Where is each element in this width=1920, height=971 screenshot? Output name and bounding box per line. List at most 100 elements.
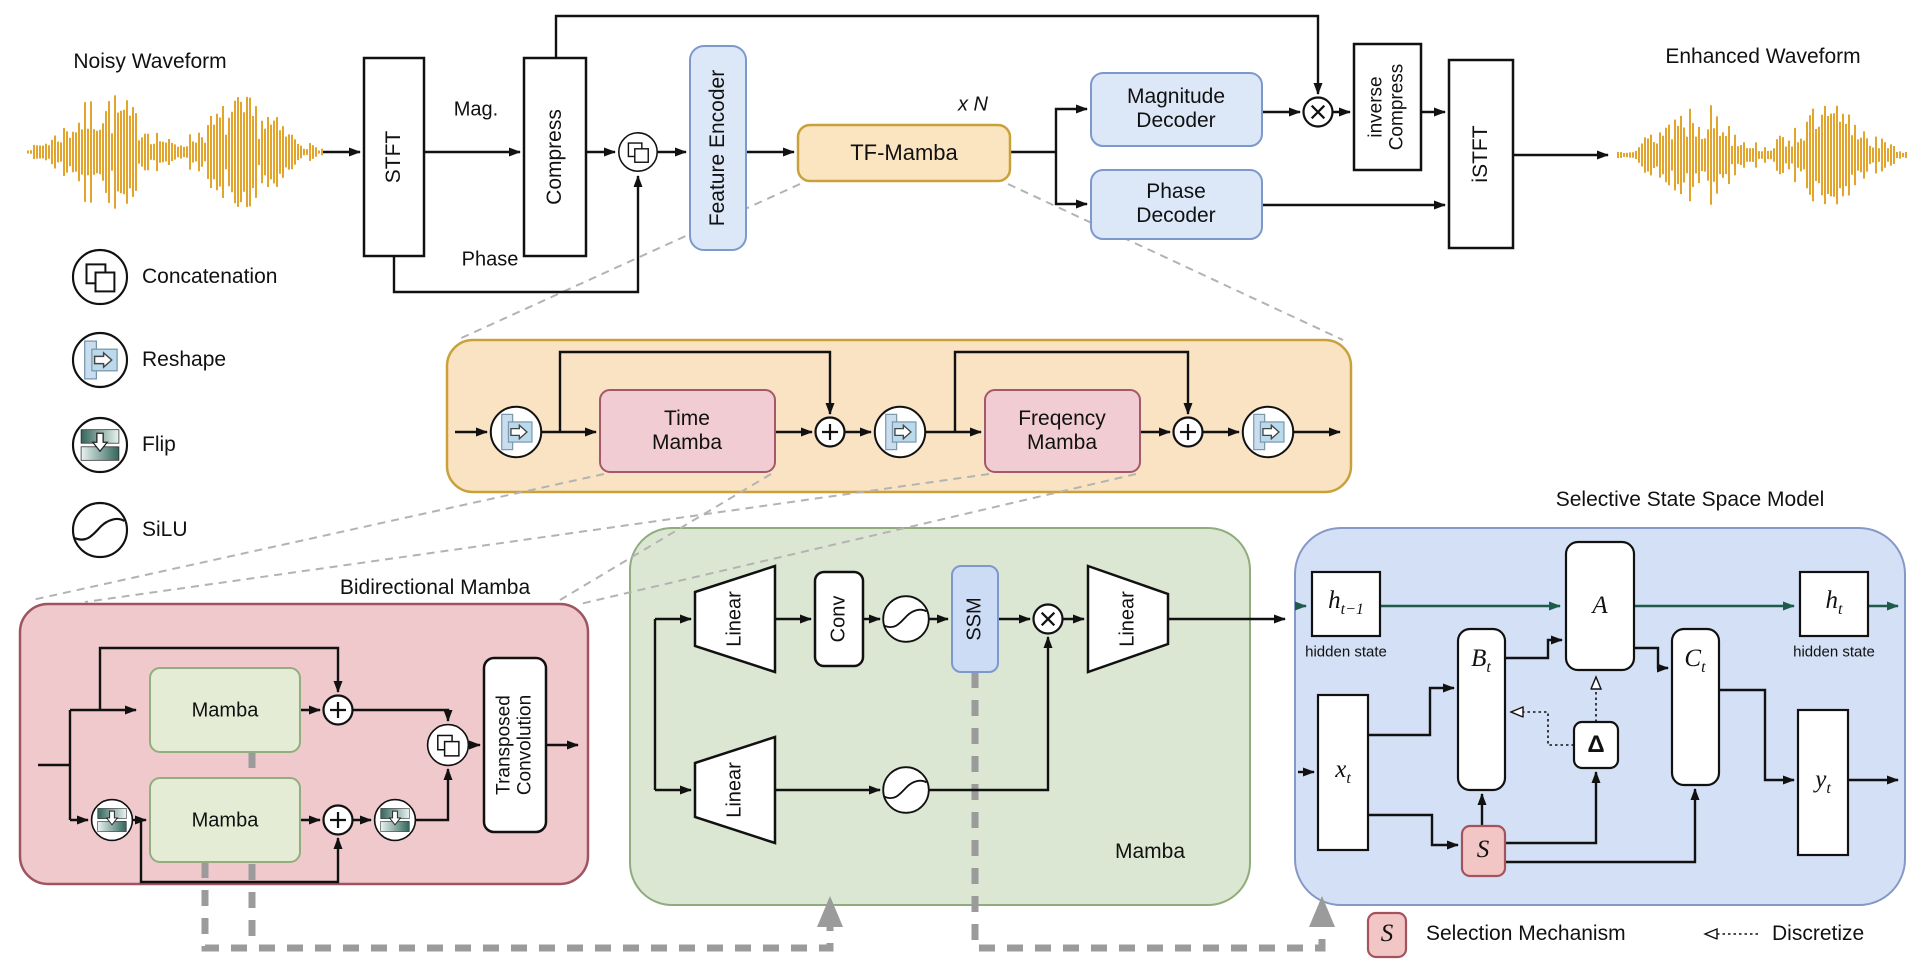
conv-label: Conv <box>827 595 850 643</box>
detail-link-arrowheads <box>817 896 1335 927</box>
tf-mamba-label: TF-Mamba <box>850 140 958 165</box>
flip2-icon <box>373 798 417 842</box>
B-label: Bt <box>1471 645 1491 676</box>
add-backward-icon <box>322 804 354 836</box>
hidden-state-left-label: hidden state <box>1305 643 1387 661</box>
istft-box <box>1447 58 1515 250</box>
h-prev-label: ht−1 <box>1328 587 1364 618</box>
concatenation-legend-icon <box>71 248 129 306</box>
C-box <box>1670 627 1721 787</box>
flip1-icon <box>90 798 134 842</box>
conv-box <box>813 570 865 668</box>
linear-out-trapezoid <box>1086 564 1170 674</box>
B-box <box>1456 627 1507 792</box>
concat-bimamba-icon <box>426 723 470 767</box>
h-next-label: ht <box>1825 587 1843 618</box>
mag-label: Mag. <box>453 98 499 121</box>
process-boxes <box>149 42 1870 959</box>
selection-box <box>1460 824 1507 878</box>
noisy-waveform-plot <box>27 95 323 209</box>
selection-label: S <box>1476 836 1490 863</box>
A-label: A <box>1592 592 1608 619</box>
stft-box <box>362 56 426 258</box>
ssm-box <box>951 565 999 673</box>
discretize-arrows <box>1512 678 1596 746</box>
reshape1-icon <box>489 405 543 459</box>
selection-mechanism-label: Selection Mechanism <box>1426 922 1626 945</box>
mamba-forward-label: Mamba <box>191 699 259 722</box>
h-next-box <box>1798 570 1870 638</box>
concat-node-icon <box>618 132 658 172</box>
linear-out-label: Linear <box>1116 591 1139 647</box>
silu-legend-icon <box>71 501 129 559</box>
stft-label: STFT <box>382 130 405 184</box>
linear-in-label: Linear <box>723 591 746 647</box>
transposed-convolution-box <box>482 656 548 834</box>
reshape-legend-icon <box>71 331 129 389</box>
A-box <box>1564 540 1636 672</box>
noisy-waveform-label: Noisy Waveform <box>73 50 227 73</box>
selection-legend-symbol: S <box>1380 920 1394 947</box>
discretize-label: Discretize <box>1772 922 1865 945</box>
signal-wires <box>38 14 1899 884</box>
feature-encoder-label: Feature Encoder <box>706 69 729 227</box>
delta-box <box>1572 720 1620 770</box>
concatenation-legend-label: Concatenation <box>142 265 278 288</box>
mamba-forward-box <box>149 667 301 753</box>
ssm-label: SSM <box>963 597 986 641</box>
reshape-legend-label: Reshape <box>142 348 227 371</box>
selection-legend-box <box>1366 911 1408 959</box>
add-forward-icon <box>322 694 354 726</box>
magnitude-decoder-box <box>1090 72 1263 147</box>
compress-label: Compress <box>543 109 566 205</box>
flip-legend-label: Flip <box>142 433 176 456</box>
gray-arrow-into-mamba-block <box>817 896 843 927</box>
linear-gate-label: Linear <box>723 762 746 818</box>
linear-gate-trapezoid <box>693 735 777 845</box>
y-label: yt <box>1815 766 1831 797</box>
bidirectional-mamba-title: Bidirectional Mamba <box>339 576 531 599</box>
C-label: Ct <box>1684 645 1706 676</box>
inverse-compress-box <box>1352 42 1423 172</box>
istft-label: iSTFT <box>1469 125 1492 183</box>
add1-icon <box>814 416 846 448</box>
repeat-label: x N <box>958 93 988 116</box>
silu-gate-icon <box>882 766 930 814</box>
mamba-backward-box <box>149 777 301 863</box>
compress-box <box>522 56 588 258</box>
y-box <box>1796 708 1850 857</box>
enhanced-waveform-plot <box>1617 105 1907 205</box>
gate-multiply-icon <box>1032 603 1064 635</box>
feature-encoder-box <box>689 45 747 251</box>
frequency-mamba-box <box>984 389 1141 473</box>
h-prev-box <box>1310 570 1382 638</box>
ssm-title: Selective State Space Model <box>1555 488 1825 511</box>
linear-in-trapezoid <box>693 564 777 674</box>
phase-label: Phase <box>461 248 519 271</box>
gray-arrow-into-ssm-block <box>1309 896 1335 927</box>
phase-decoder-box <box>1090 169 1263 240</box>
time-mamba-box <box>599 389 776 473</box>
mamba-block-title: Mamba <box>1114 840 1186 863</box>
x-label: xt <box>1335 756 1351 787</box>
add2-icon <box>1172 416 1204 448</box>
delta-label: Δ <box>1587 731 1605 758</box>
silu-main-icon <box>882 595 930 643</box>
silu-legend-label: SiLU <box>142 518 188 541</box>
enhanced-waveform-label: Enhanced Waveform <box>1665 45 1861 68</box>
flip-legend-icon <box>71 416 129 474</box>
x-box <box>1316 693 1370 852</box>
reshape3-icon <box>1241 405 1295 459</box>
reshape2-icon <box>873 405 927 459</box>
multiply-node-icon <box>1302 96 1334 128</box>
mamba-backward-label: Mamba <box>191 809 259 832</box>
hidden-state-right-label: hidden state <box>1793 643 1875 661</box>
